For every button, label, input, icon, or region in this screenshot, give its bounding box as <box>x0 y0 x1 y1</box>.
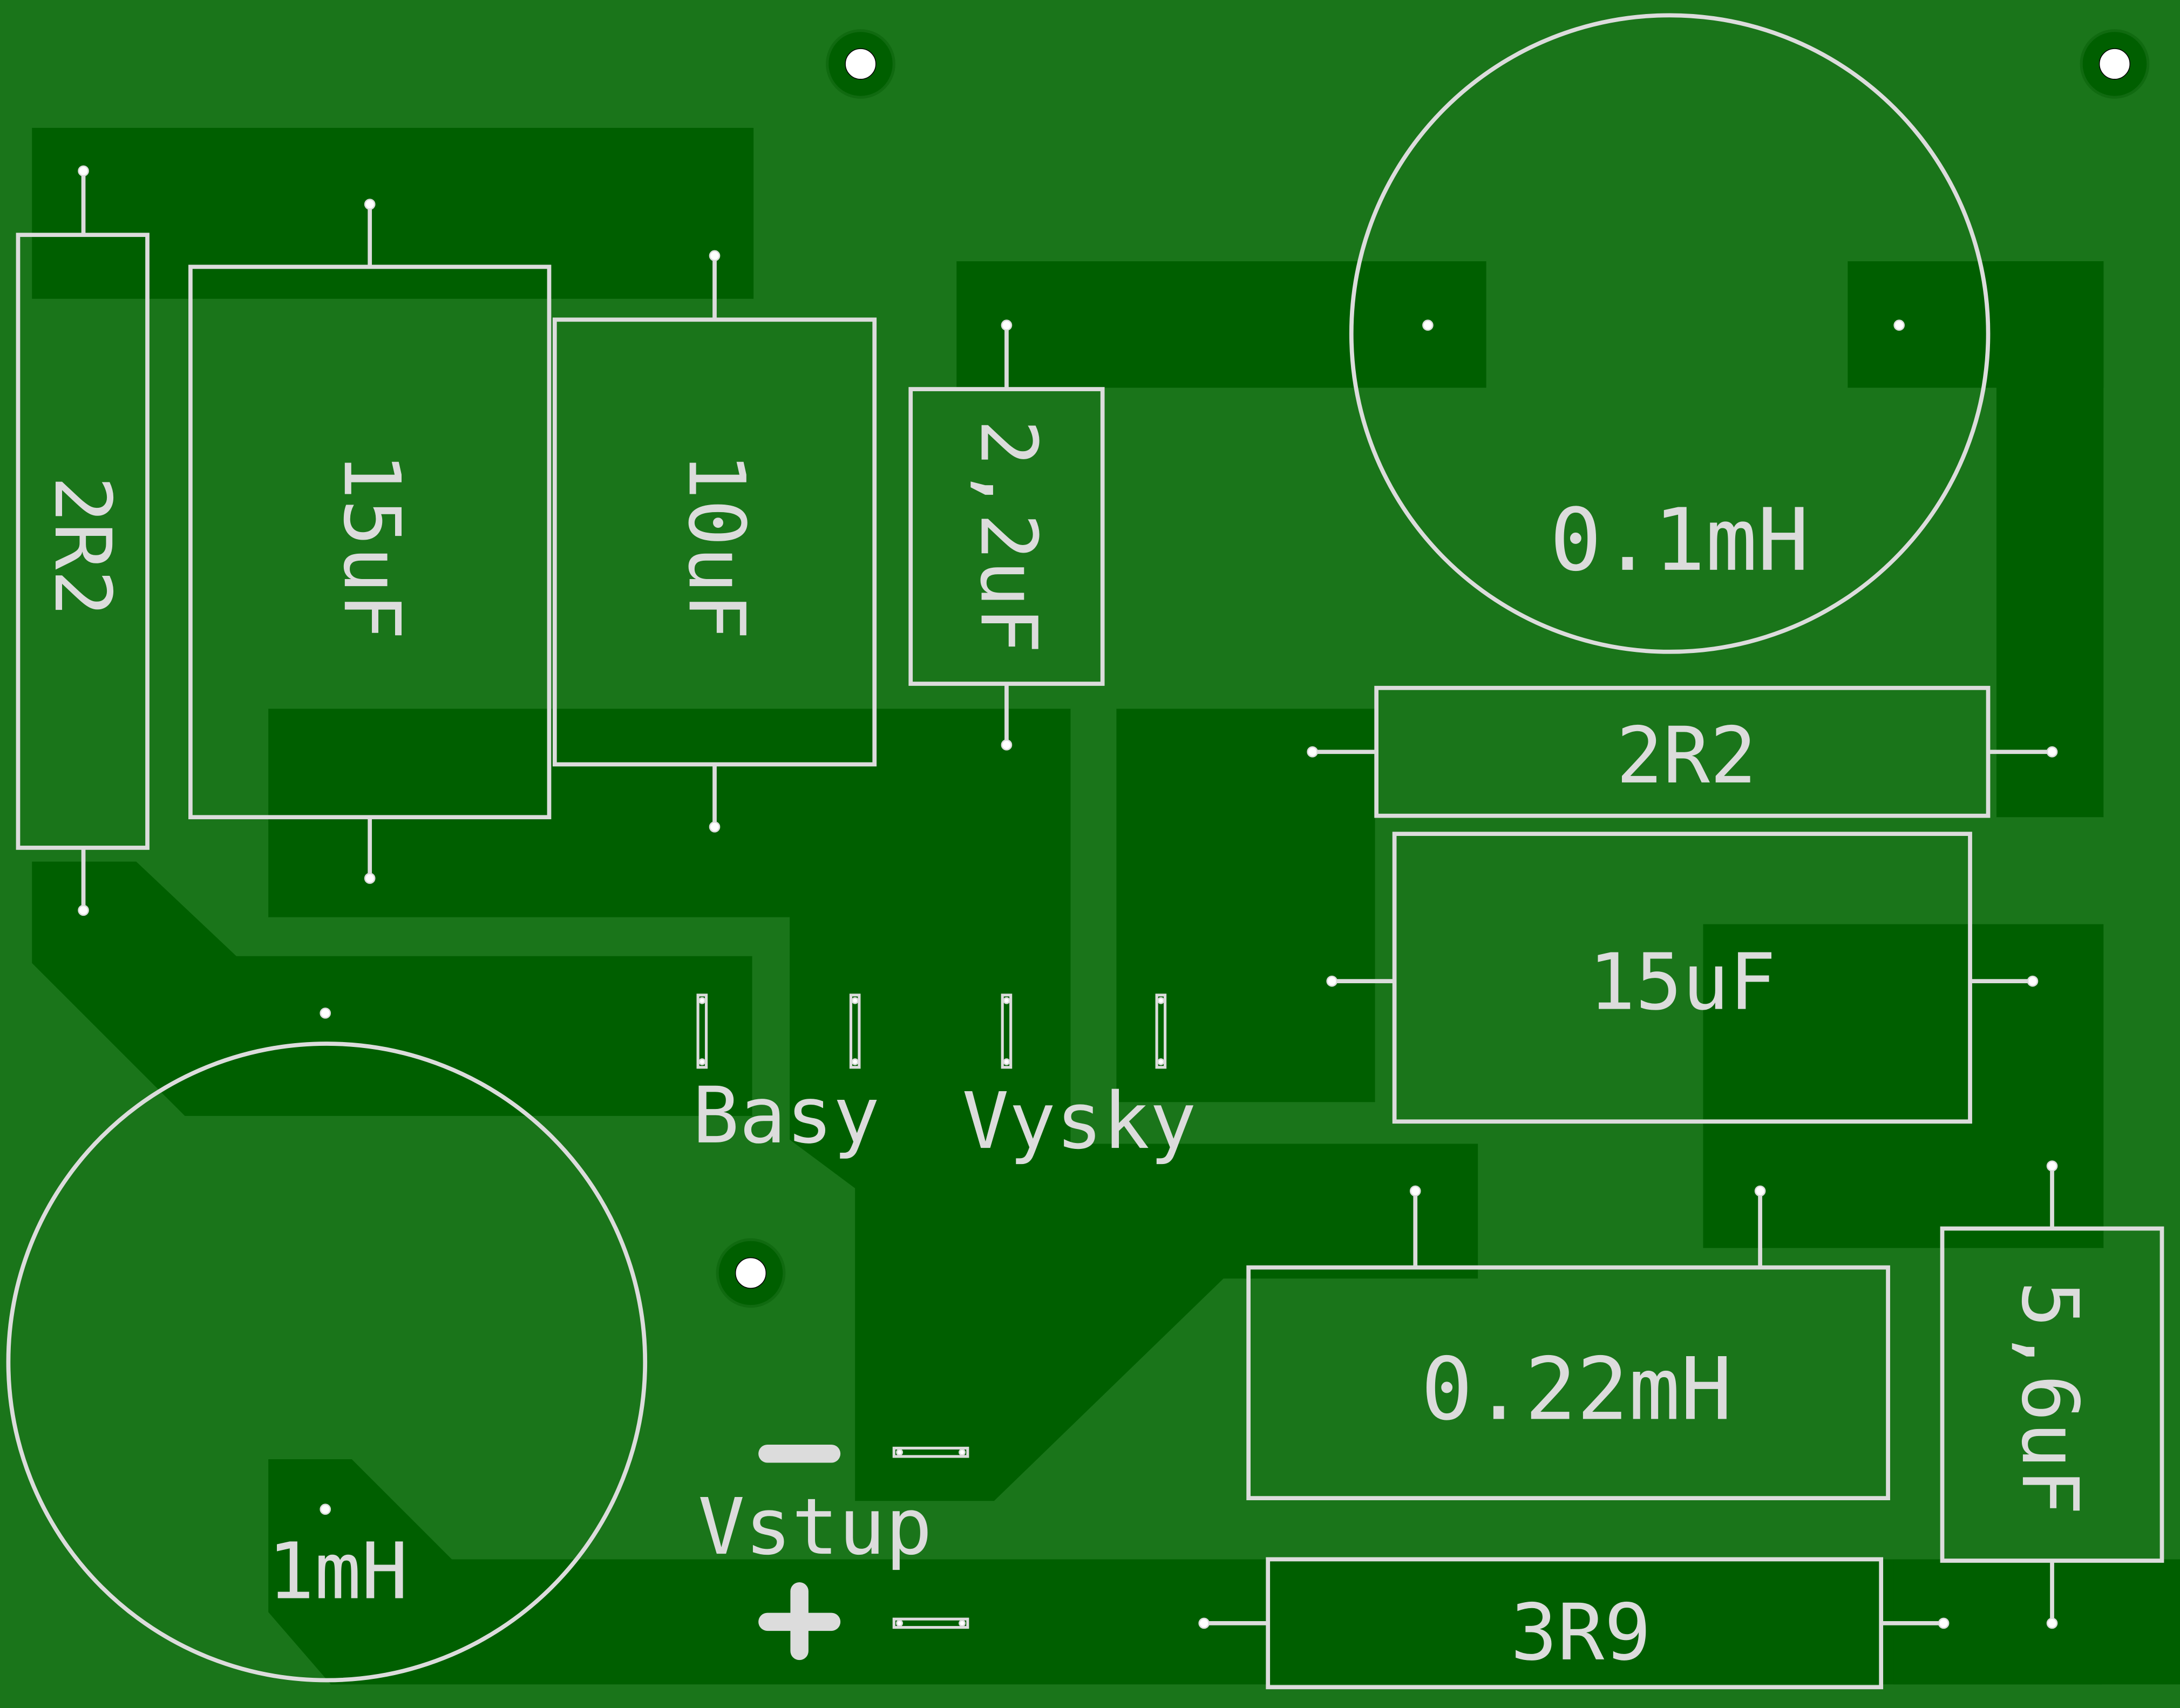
mounting-hole <box>716 1238 786 1308</box>
connector-bass-1[interactable] <box>696 994 708 1069</box>
input-label: Vstup <box>698 1482 932 1573</box>
component-value: 3R9 <box>1511 1588 1652 1678</box>
copper-pour <box>32 127 754 299</box>
capacitor-c3[interactable]: 2,2uF <box>908 319 1105 751</box>
inductor-l1[interactable]: 0.1mH <box>1349 13 1991 654</box>
copper-pour <box>1116 709 1375 1103</box>
connector-bass-2[interactable] <box>849 994 861 1069</box>
connector-treble-2[interactable] <box>1155 994 1167 1069</box>
component-value: 2R2 <box>37 476 127 616</box>
copper-pour <box>268 1459 2180 1685</box>
inductor-l2[interactable]: 0.22mH <box>1246 1185 1890 1500</box>
component-value: 10uF <box>671 452 762 639</box>
connector-input-plus[interactable] <box>892 1617 969 1629</box>
resistor-r3[interactable]: 3R9 <box>1198 1557 1950 1690</box>
component-value: 0.1mH <box>1550 490 1809 590</box>
resistor-r1[interactable]: 2R2 <box>16 165 150 916</box>
plus-icon <box>758 1582 841 1661</box>
connector-treble-1[interactable] <box>1001 994 1013 1069</box>
treble-label: Vysky <box>962 1076 1197 1167</box>
copper-pour <box>268 709 1478 1501</box>
copper-pour <box>32 861 752 1116</box>
copper-pour <box>1996 261 2104 818</box>
capacitor-c5[interactable]: 5,6uF <box>1940 1160 2164 1629</box>
mounting-hole <box>2080 29 2150 99</box>
mounting-hole <box>826 29 895 99</box>
bass-label: Basy <box>692 1071 880 1161</box>
component-value: 1mH <box>268 1527 409 1617</box>
component-value: 2,2uF <box>963 419 1054 654</box>
capacitor-c2[interactable]: 10uF <box>552 250 877 833</box>
copper-layer <box>32 127 2180 1685</box>
component-value: 2R2 <box>1616 711 1757 801</box>
inductor-l3[interactable]: 1mH <box>6 1008 648 1683</box>
capacitor-c4[interactable]: 15uF <box>1326 832 2039 1124</box>
connector-input-minus[interactable] <box>892 1446 969 1458</box>
copper-pour <box>956 261 1486 388</box>
component-value: 5,6uF <box>2004 1281 2095 1515</box>
resistor-r2[interactable]: 2R2 <box>1307 685 2058 818</box>
capacitor-c1[interactable]: 15uF <box>188 199 552 884</box>
component-value: 15uF <box>326 452 417 639</box>
component-value: 15uF <box>1588 937 1776 1028</box>
component-value: 0.22mH <box>1421 1339 1733 1439</box>
